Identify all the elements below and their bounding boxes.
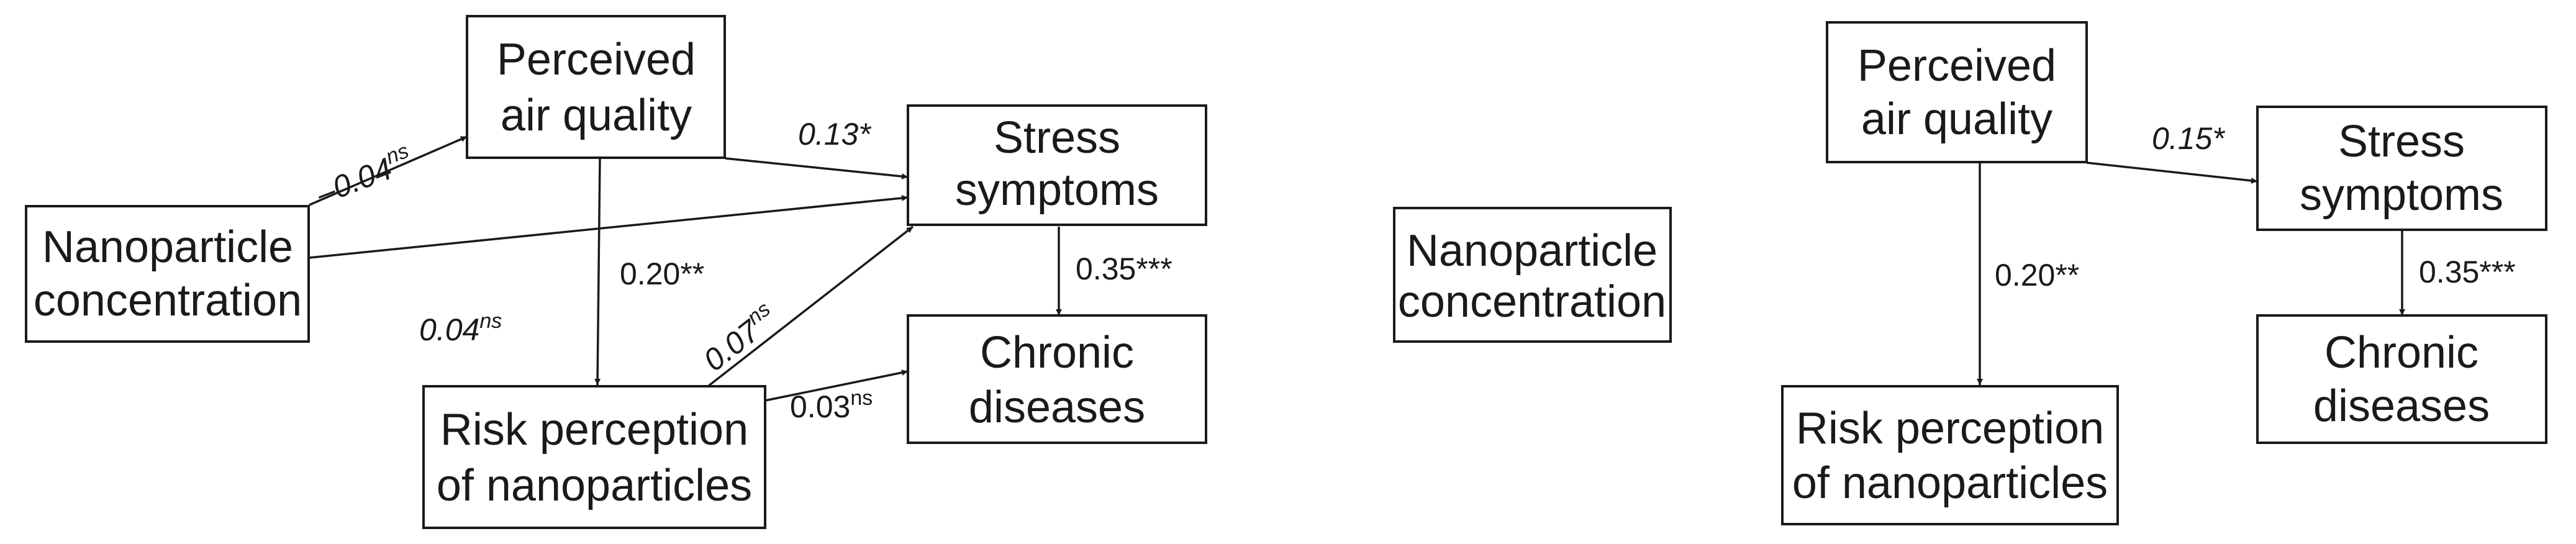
coef-stress-chronic: 0.35*** bbox=[1076, 252, 1172, 286]
edge-nano-to-paq bbox=[309, 135, 468, 206]
node-risk-perception: Risk perception of nanoparticles bbox=[1781, 385, 2119, 525]
node-label-line1: Perceived bbox=[497, 35, 696, 84]
node-label-line1: Chronic bbox=[2324, 328, 2478, 378]
node-nanoparticle-concentration: Nanoparticle concentration bbox=[25, 205, 310, 343]
edge-risk-to-chronic bbox=[764, 369, 909, 402]
node-label-line1: Nanoparticle bbox=[42, 222, 293, 272]
node-chronic-diseases: Chronic diseases bbox=[907, 314, 1207, 444]
edge-paq-to-risk bbox=[594, 158, 601, 386]
edge-risk-to-stress bbox=[707, 225, 914, 388]
node-label-line1: Risk perception bbox=[1796, 404, 2104, 453]
node-label-line2: symptoms bbox=[2300, 170, 2503, 220]
node-label-line2: air quality bbox=[501, 91, 692, 140]
node-label-line2: diseases bbox=[969, 383, 1145, 432]
node-label-line2: concentration bbox=[34, 276, 302, 325]
node-label-line2: symptoms bbox=[955, 165, 1159, 215]
node-label-line1: Nanoparticle bbox=[1407, 226, 1658, 276]
edge-paq-to-stress bbox=[2086, 161, 2258, 184]
node-label-line1: Stress bbox=[2338, 117, 2465, 166]
node-label-line2: of nanoparticles bbox=[437, 461, 752, 510]
node-label-line1: Stress bbox=[994, 113, 1120, 163]
node-label-line1: Perceived bbox=[1857, 41, 2056, 91]
edge-nano-to-stress bbox=[309, 195, 909, 259]
coef-nano-paq: –0.04ns bbox=[309, 139, 417, 212]
node-label-line1: Chronic bbox=[980, 328, 1134, 378]
node-stress-symptoms: Stress symptoms bbox=[907, 104, 1207, 226]
edge-paq-to-stress bbox=[725, 157, 909, 179]
node-label-line2: concentration bbox=[1398, 277, 1666, 327]
coef-paq-risk: 0.20** bbox=[1995, 258, 2079, 292]
node-risk-perception: Risk perception of nanoparticles bbox=[422, 385, 766, 529]
node-stress-symptoms: Stress symptoms bbox=[2256, 106, 2547, 231]
node-nanoparticle-concentration: Nanoparticle concentration bbox=[1393, 207, 1672, 343]
coef-risk-chronic: 0.03ns bbox=[790, 386, 873, 424]
coef-paq-stress: 0.15* bbox=[2152, 121, 2225, 156]
left-panel: Nanoparticle concentration Perceived air… bbox=[25, 15, 1207, 529]
node-label-line2: of nanoparticles bbox=[1792, 458, 2108, 508]
coef-paq-risk: 0.20** bbox=[620, 256, 704, 291]
node-label-line2: diseases bbox=[2313, 381, 2490, 431]
node-label-line1: Risk perception bbox=[440, 405, 748, 455]
node-chronic-diseases: Chronic diseases bbox=[2256, 314, 2547, 444]
node-perceived-air-quality: Perceived air quality bbox=[1826, 21, 2088, 163]
coef-nano-risk: 0.04ns bbox=[419, 309, 502, 347]
coef-stress-chronic: 0.35*** bbox=[2419, 255, 2516, 289]
node-label-line2: air quality bbox=[1861, 94, 2052, 144]
node-perceived-air-quality: Perceived air quality bbox=[466, 15, 726, 159]
right-panel: Nanoparticle concentration Perceived air… bbox=[1393, 21, 2547, 525]
coef-paq-stress: 0.13* bbox=[798, 117, 871, 152]
